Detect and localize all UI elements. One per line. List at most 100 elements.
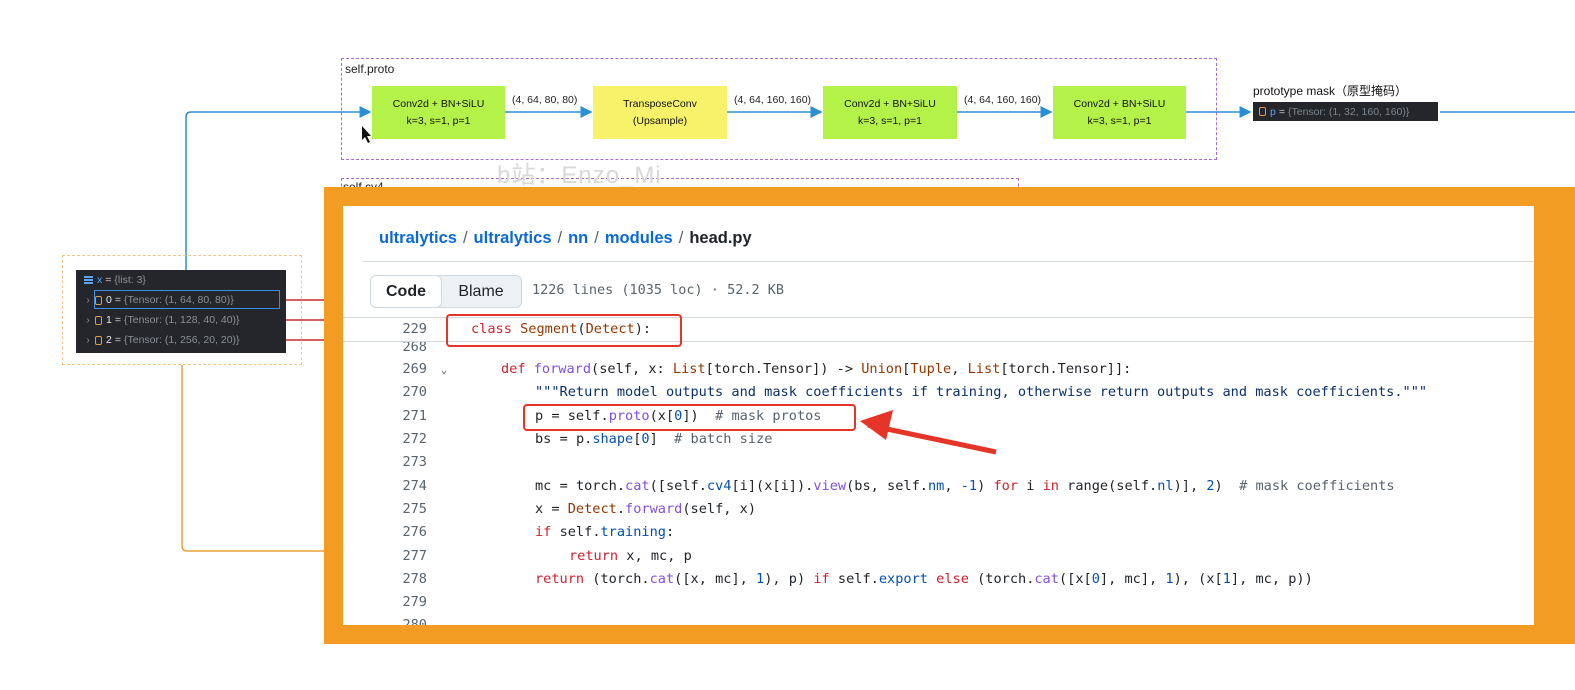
var-key: x [97,274,103,286]
var-eq: = [114,334,121,346]
var-item-0[interactable]: › 0 = {Tensor: (1, 64, 80, 80)} [76,291,286,309]
breadcrumb: ultralytics/ultralytics/nn/modules/head.… [379,229,752,248]
variable-icon [95,295,102,305]
code-line: 270 """Return model outputs and mask coef… [343,382,1534,402]
var-key: 0 [106,294,112,306]
line-number[interactable]: 270 [402,384,427,400]
line-number[interactable]: 278 [402,571,427,587]
code-line: 278 return (torch.cat([x, mc], 1), p) if … [343,569,1534,589]
proto-group-label: self.proto [345,62,395,76]
var-eq: = [1278,105,1285,118]
line-number[interactable]: 277 [402,548,427,564]
var-key: 1 [106,314,112,326]
fold-chevron-icon[interactable]: ⌄ [440,362,448,376]
line-number[interactable]: 268 [402,339,427,355]
variable-icon [1259,107,1266,116]
prototype-var[interactable]: p = {Tensor: (1, 32, 160, 160)} [1253,102,1438,121]
var-value: {Tensor: (1, 64, 80, 80)} [123,294,234,306]
line-number[interactable]: 274 [402,478,427,494]
var-eq: = [105,274,112,286]
node-title: Conv2d + BN+SiLU [844,97,936,110]
code-viewer: ultralytics/ultralytics/nn/modules/head.… [343,206,1534,625]
list-icon [84,276,93,284]
line-number[interactable]: 273 [402,454,427,470]
node-params: k=3, s=1, p=1 [858,114,922,127]
code-line: 271 p = self.proto(x[0]) # mask protos [343,406,1534,426]
code-line: 279 [343,592,1534,612]
var-value: {Tensor: (1, 32, 160, 160)} [1287,105,1410,118]
chevron-right-icon[interactable]: › [86,294,90,306]
node-params: k=3, s=1, p=1 [1087,114,1152,127]
variable-icon [95,335,102,345]
code-text: p = self.proto(x[0]) # mask protos [535,408,822,424]
line-number[interactable]: 279 [402,594,427,610]
var-value: {Tensor: (1, 128, 40, 40)} [123,314,240,326]
var-item-1[interactable]: › 1 = {Tensor: (1, 128, 40, 40)} [76,311,286,329]
line-number[interactable]: 276 [402,524,427,540]
node-title: Conv2d + BN+SiLU [392,97,485,110]
line-number[interactable]: 272 [402,431,427,447]
code-tab[interactable]: Code [370,275,442,308]
line-number[interactable]: 269 [402,361,427,377]
var-item-2[interactable]: › 2 = {Tensor: (1, 256, 20, 20)} [76,331,286,349]
breadcrumb-link-package[interactable]: ultralytics [473,229,552,247]
breadcrumb-link-nn[interactable]: nn [568,229,589,247]
var-list-header[interactable]: x = {list: 3} [76,271,286,289]
conv-node-1: Conv2d + BN+SiLU k=3, s=1, p=1 [372,86,505,139]
code-line: 280 [343,615,1534,625]
code-line: 229 class Segment(Detect): [343,319,1534,339]
code-text: x = Detect.forward(self, x) [535,501,757,517]
node-params: k=3, s=1, p=1 [406,114,471,127]
code-text: return (torch.cat([x, mc], 1), p) if sel… [535,571,1313,587]
var-value: {list: 3} [114,274,146,286]
edge-shape-3: (4, 64, 160, 160) [964,94,1042,106]
code-text: return x, mc, p [569,548,692,564]
edge-shape-2: (4, 64, 160, 160) [734,94,812,106]
watermark: b站：Enzo_Mi [497,162,662,189]
var-eq: = [114,314,121,326]
breadcrumb-separator: / [678,229,684,247]
var-eq: = [114,294,121,306]
breadcrumb-separator: / [557,229,563,247]
blame-tab[interactable]: Blame [458,282,504,300]
chevron-right-icon[interactable]: › [86,314,90,326]
orange-connector [181,365,330,552]
class-highlight-box [446,314,682,347]
var-value: {Tensor: (1, 256, 20, 20)} [123,334,240,346]
var-key: 2 [106,334,112,346]
debug-variables-panel: x = {list: 3} › 0 = {Tensor: (1, 64, 80,… [76,270,286,353]
edge-shape-1: (4, 64, 80, 80) [512,94,578,106]
code-line: 272 bs = p.shape[0] # batch size [343,429,1534,449]
breadcrumb-separator: / [462,229,468,247]
input-connector [185,106,372,290]
breadcrumb-link-repo[interactable]: ultralytics [379,229,457,247]
code-text: """Return model outputs and mask coeffic… [535,384,1428,400]
line-number[interactable]: 275 [402,501,427,517]
code-text: def forward(self, x: List[torch.Tensor])… [501,361,1132,377]
divider [343,317,1534,318]
line-number[interactable]: 280 [402,617,427,625]
line-number[interactable]: 271 [402,408,427,424]
breadcrumb-link-modules[interactable]: modules [604,229,673,247]
code-text: class Segment(Detect): [471,321,652,337]
node-title: Conv2d + BN+SiLU [1073,97,1166,110]
code-line: 277 return x, mc, p [343,546,1534,566]
view-toggle: Code Blame [370,275,522,308]
code-line: 269 ⌄ def forward(self, x: List[torch.Tens… [343,359,1534,379]
breadcrumb-separator: / [594,229,599,247]
prototype-mask-label: prototype mask（原型掩码） [1253,84,1408,98]
code-line: 275 x = Detect.forward(self, x) [343,499,1534,519]
divider [363,261,1534,262]
node-params: (Upsample) [632,114,688,127]
code-line: 273 [343,452,1534,472]
line-number[interactable]: 229 [402,321,427,337]
conv-node-2: Conv2d + BN+SiLU k=3, s=1, p=1 [823,86,957,139]
code-text: bs = p.shape[0] # batch size [535,431,773,447]
conv-node-3: Conv2d + BN+SiLU k=3, s=1, p=1 [1053,86,1186,139]
mouse-cursor [362,126,371,143]
node-title: TransposeConv [623,97,697,110]
chevron-right-icon[interactable]: › [86,334,90,346]
